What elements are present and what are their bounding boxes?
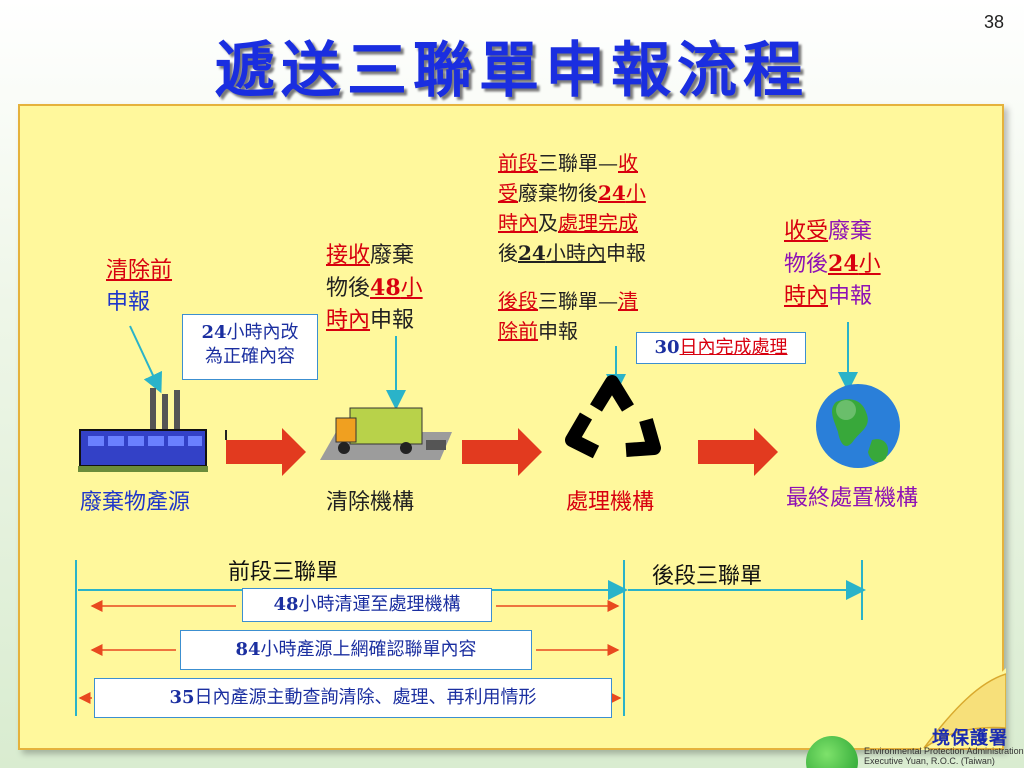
front-note-d4: 申報 (605, 241, 646, 265)
final-disposal-note: 收受廢棄 物後24小 時內申報 (784, 216, 881, 313)
timeline-bar-48h: 48小時清運至處理機構 (242, 588, 492, 622)
final-note-b1: 物後 (784, 252, 829, 277)
timeline-bar1-text: 小時清運至處理機構 (298, 594, 461, 615)
rear-stage-note: 後段三聯單—清 除前申報 (498, 286, 638, 346)
treatment-30d-text: 日內完成處理 (679, 337, 788, 358)
rear-stage-label: 後段三聯單 (652, 564, 763, 589)
treatment-30d-number: 30 (654, 337, 680, 358)
flow-arrow-1 (226, 428, 306, 476)
stage-label-transport: 清除機構 (326, 490, 415, 515)
correction-24h-number: 24 (201, 322, 227, 343)
timeline-bar3-number: 35 (169, 687, 195, 708)
final-note-a1: 收受 (784, 219, 829, 244)
rear-note-a1: 後段 (498, 289, 538, 313)
stage-label-source: 廢棄物產源 (80, 490, 191, 515)
factory-icon (78, 388, 208, 472)
front-note-d3: 小時內 (545, 241, 606, 265)
final-note-b2: 24 (828, 251, 859, 277)
source-note-line1: 清除前 (106, 258, 173, 283)
final-note-a2: 廢棄 (828, 219, 873, 244)
timeline-bar3-text: 日內產源主動查詢清除、處理、再利用情形 (194, 687, 537, 708)
final-note-c1: 時內 (784, 284, 829, 309)
rear-note-a3: 清 (618, 289, 638, 313)
rear-note-a2: 三聯單— (538, 289, 618, 313)
slide-title: 遞送三聯單申報流程 (215, 36, 809, 106)
flow-arrow-3 (698, 428, 778, 476)
timeline-bar-35d: 35日內產源主動查詢清除、處理、再利用情形 (94, 678, 612, 718)
source-pointer-arrow (129, 325, 162, 394)
front-note-a3: 收 (618, 151, 638, 175)
agency-name: 境保護署 (932, 728, 1008, 749)
front-note-a1: 前段 (498, 151, 538, 175)
source-note-line2: 申報 (106, 290, 151, 315)
flow-arrow-2 (462, 428, 542, 476)
stage-label-disposal: 最終處置機構 (786, 486, 919, 511)
front-note-d2: 24 (518, 241, 546, 265)
transport-note: 接收廢棄 物後48小 時內申報 (326, 240, 423, 337)
transport-note-p3: 物後 (326, 276, 371, 301)
timeline-bar2-number: 84 (235, 639, 261, 660)
final-note-b3: 小 (858, 252, 881, 277)
page-number: 38 (983, 12, 1004, 32)
front-note-a2: 三聯單— (538, 151, 618, 175)
agency-english-line2: Executive Yuan, R.O.C. (Taiwan) (864, 756, 995, 766)
front-note-c2: 及 (538, 211, 558, 235)
page-curl-decoration (920, 668, 1006, 750)
transport-note-p7: 申報 (370, 308, 415, 333)
timeline-bar2-text: 小時產源上網確認聯單內容 (260, 639, 477, 660)
front-note-c3: 處理完成 (558, 211, 638, 235)
rear-note-b2: 申報 (538, 319, 578, 343)
recycle-icon (565, 375, 661, 459)
globe-icon (816, 384, 900, 468)
final-note-c2: 申報 (828, 284, 873, 309)
transport-note-p4: 48 (370, 275, 401, 301)
front-note-d1: 後 (498, 241, 518, 265)
front-note-b4: 小 (625, 181, 646, 205)
front-note-b3: 24 (598, 181, 626, 205)
truck-icon (320, 407, 452, 460)
timeline-bar1-number: 48 (273, 594, 299, 615)
transport-note-p2: 廢棄 (370, 243, 415, 268)
agency-english-line1: Environmental Protection Administration (864, 746, 1024, 756)
transport-note-p5: 小 (400, 276, 423, 301)
treatment-30d-box: 30日內完成處理 (636, 332, 806, 364)
transport-note-p1: 接收 (326, 243, 371, 268)
front-stage-note: 前段三聯單—收 受廢棄物後24小 時內及處理完成 後24小時內申報 (498, 148, 646, 268)
correction-24h-box: 24小時內改 為正確內容 (182, 314, 318, 380)
stage-label-treatment: 處理機構 (566, 490, 655, 515)
timeline-bar-84h: 84小時產源上網確認聯單內容 (180, 630, 532, 670)
front-note-b1: 受 (498, 181, 518, 205)
front-note-b2: 廢棄物後 (518, 181, 598, 205)
correction-24h-line2: 為正確內容 (205, 346, 295, 367)
correction-24h-line1: 小時內改 (226, 322, 299, 343)
front-note-c1: 時內 (498, 211, 538, 235)
transport-note-p6: 時內 (326, 308, 371, 333)
front-stage-label: 前段三聯單 (228, 560, 339, 585)
rear-note-b1: 除前 (498, 319, 538, 343)
